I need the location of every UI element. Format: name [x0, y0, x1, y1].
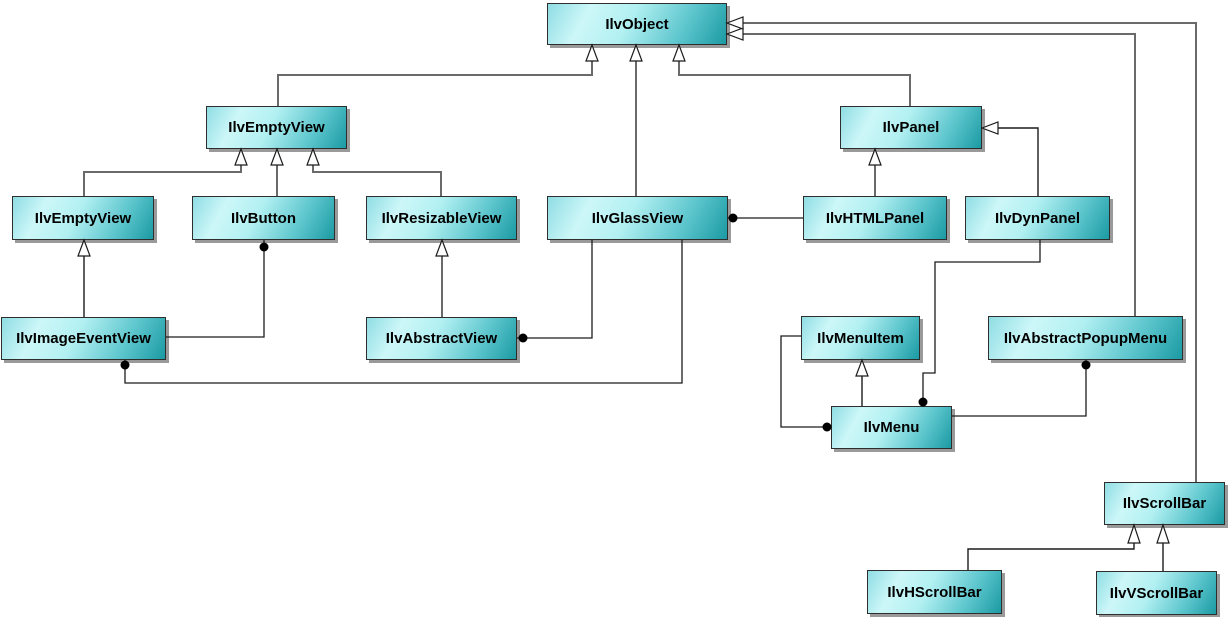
inheritance-arrow-icon: [77, 238, 91, 257]
edge-line: [517, 240, 593, 339]
edge-line: [743, 33, 1136, 316]
class-box-ilvmenu[interactable]: IlvMenu: [831, 406, 952, 449]
inheritance-arrow-icon: [868, 147, 882, 166]
class-box-ilvscrollbar[interactable]: IlvScrollBar: [1104, 482, 1225, 525]
class-label: IlvGlassView: [591, 209, 684, 227]
inheritance-arrow-icon: [855, 358, 869, 377]
class-label: IlvResizableView: [381, 209, 502, 227]
class-box-ilvemptyviewleft[interactable]: IlvEmptyView: [12, 196, 154, 240]
class-box-ilvmenuitem[interactable]: IlvMenuItem: [801, 316, 920, 360]
class-label: IlvImageEventView: [16, 330, 151, 347]
class-label: IlvMenu: [863, 419, 920, 436]
inheritance-arrow-icon: [1156, 523, 1170, 544]
inheritance-arrow-icon: [435, 238, 449, 257]
edge-line: [312, 165, 442, 196]
edge-line: [678, 61, 911, 106]
class-label: IlvHScrollBar: [887, 583, 982, 601]
class-label: IlvAbstractView: [385, 330, 498, 347]
class-label: IlvEmptyView: [34, 209, 132, 227]
edge-line: [952, 360, 1087, 417]
edge-line: [124, 240, 683, 384]
inheritance-arrow-icon: [306, 147, 320, 166]
class-box-ilvdynpanel[interactable]: IlvDynPanel: [965, 196, 1110, 240]
edge-line: [83, 165, 242, 196]
aggregation-dot-icon: [518, 333, 528, 343]
class-box-ilvresizableview[interactable]: IlvResizableView: [366, 196, 517, 240]
class-box-ilvvscrollbar[interactable]: IlvVScrollBar: [1096, 571, 1217, 615]
class-label: IlvPanel: [882, 119, 940, 136]
class-box-ilvabstractview[interactable]: IlvAbstractView: [366, 317, 517, 360]
aggregation-dot-icon: [1081, 360, 1091, 370]
inheritance-arrow-icon: [234, 147, 248, 166]
edge-line: [998, 127, 1039, 196]
aggregation-dot-icon: [259, 242, 269, 252]
edge-line: [967, 543, 1135, 570]
class-label: IlvEmptyView: [228, 119, 325, 136]
class-box-ilvglassview[interactable]: IlvGlassView: [547, 196, 728, 240]
class-label: IlvScrollBar: [1122, 495, 1207, 512]
class-label: IlvObject: [605, 15, 669, 33]
edge-line: [277, 61, 593, 106]
class-box-ilvimageeventview[interactable]: IlvImageEventView: [1, 317, 166, 360]
class-label: IlvMenuItem: [817, 329, 904, 347]
class-box-ilvhscrollbar[interactable]: IlvHScrollBar: [867, 570, 1002, 614]
inheritance-arrow-icon: [629, 43, 643, 62]
class-box-ilvobject[interactable]: IlvObject: [547, 3, 727, 45]
class-label: IlvDynPanel: [994, 209, 1081, 227]
inheritance-arrow-icon: [725, 16, 744, 30]
inheritance-arrow-icon: [672, 43, 686, 62]
aggregation-dot-icon: [120, 360, 130, 370]
class-box-ilvabstractpopupmenu[interactable]: IlvAbstractPopupMenu: [988, 316, 1183, 360]
inheritance-arrow-icon: [725, 27, 744, 41]
inheritance-arrow-icon: [270, 147, 284, 166]
class-box-ilvpanel[interactable]: IlvPanel: [840, 106, 982, 149]
class-label: IlvVScrollBar: [1109, 584, 1204, 602]
inheritance-arrow-icon: [1127, 523, 1141, 544]
aggregation-dot-icon: [728, 213, 738, 223]
inheritance-arrow-icon: [585, 43, 599, 62]
class-box-ilvemptyviewtop[interactable]: IlvEmptyView: [206, 106, 347, 149]
class-label: IlvButton: [231, 209, 296, 227]
inheritance-arrow-icon: [980, 121, 999, 135]
edge-line: [743, 22, 1197, 482]
class-box-ilvhtmlpanel[interactable]: IlvHTMLPanel: [803, 196, 947, 240]
class-label: IlvAbstractPopupMenu: [1003, 329, 1168, 347]
edge-line: [166, 240, 265, 338]
class-box-ilvbutton[interactable]: IlvButton: [192, 196, 335, 240]
class-label: IlvHTMLPanel: [825, 209, 925, 227]
